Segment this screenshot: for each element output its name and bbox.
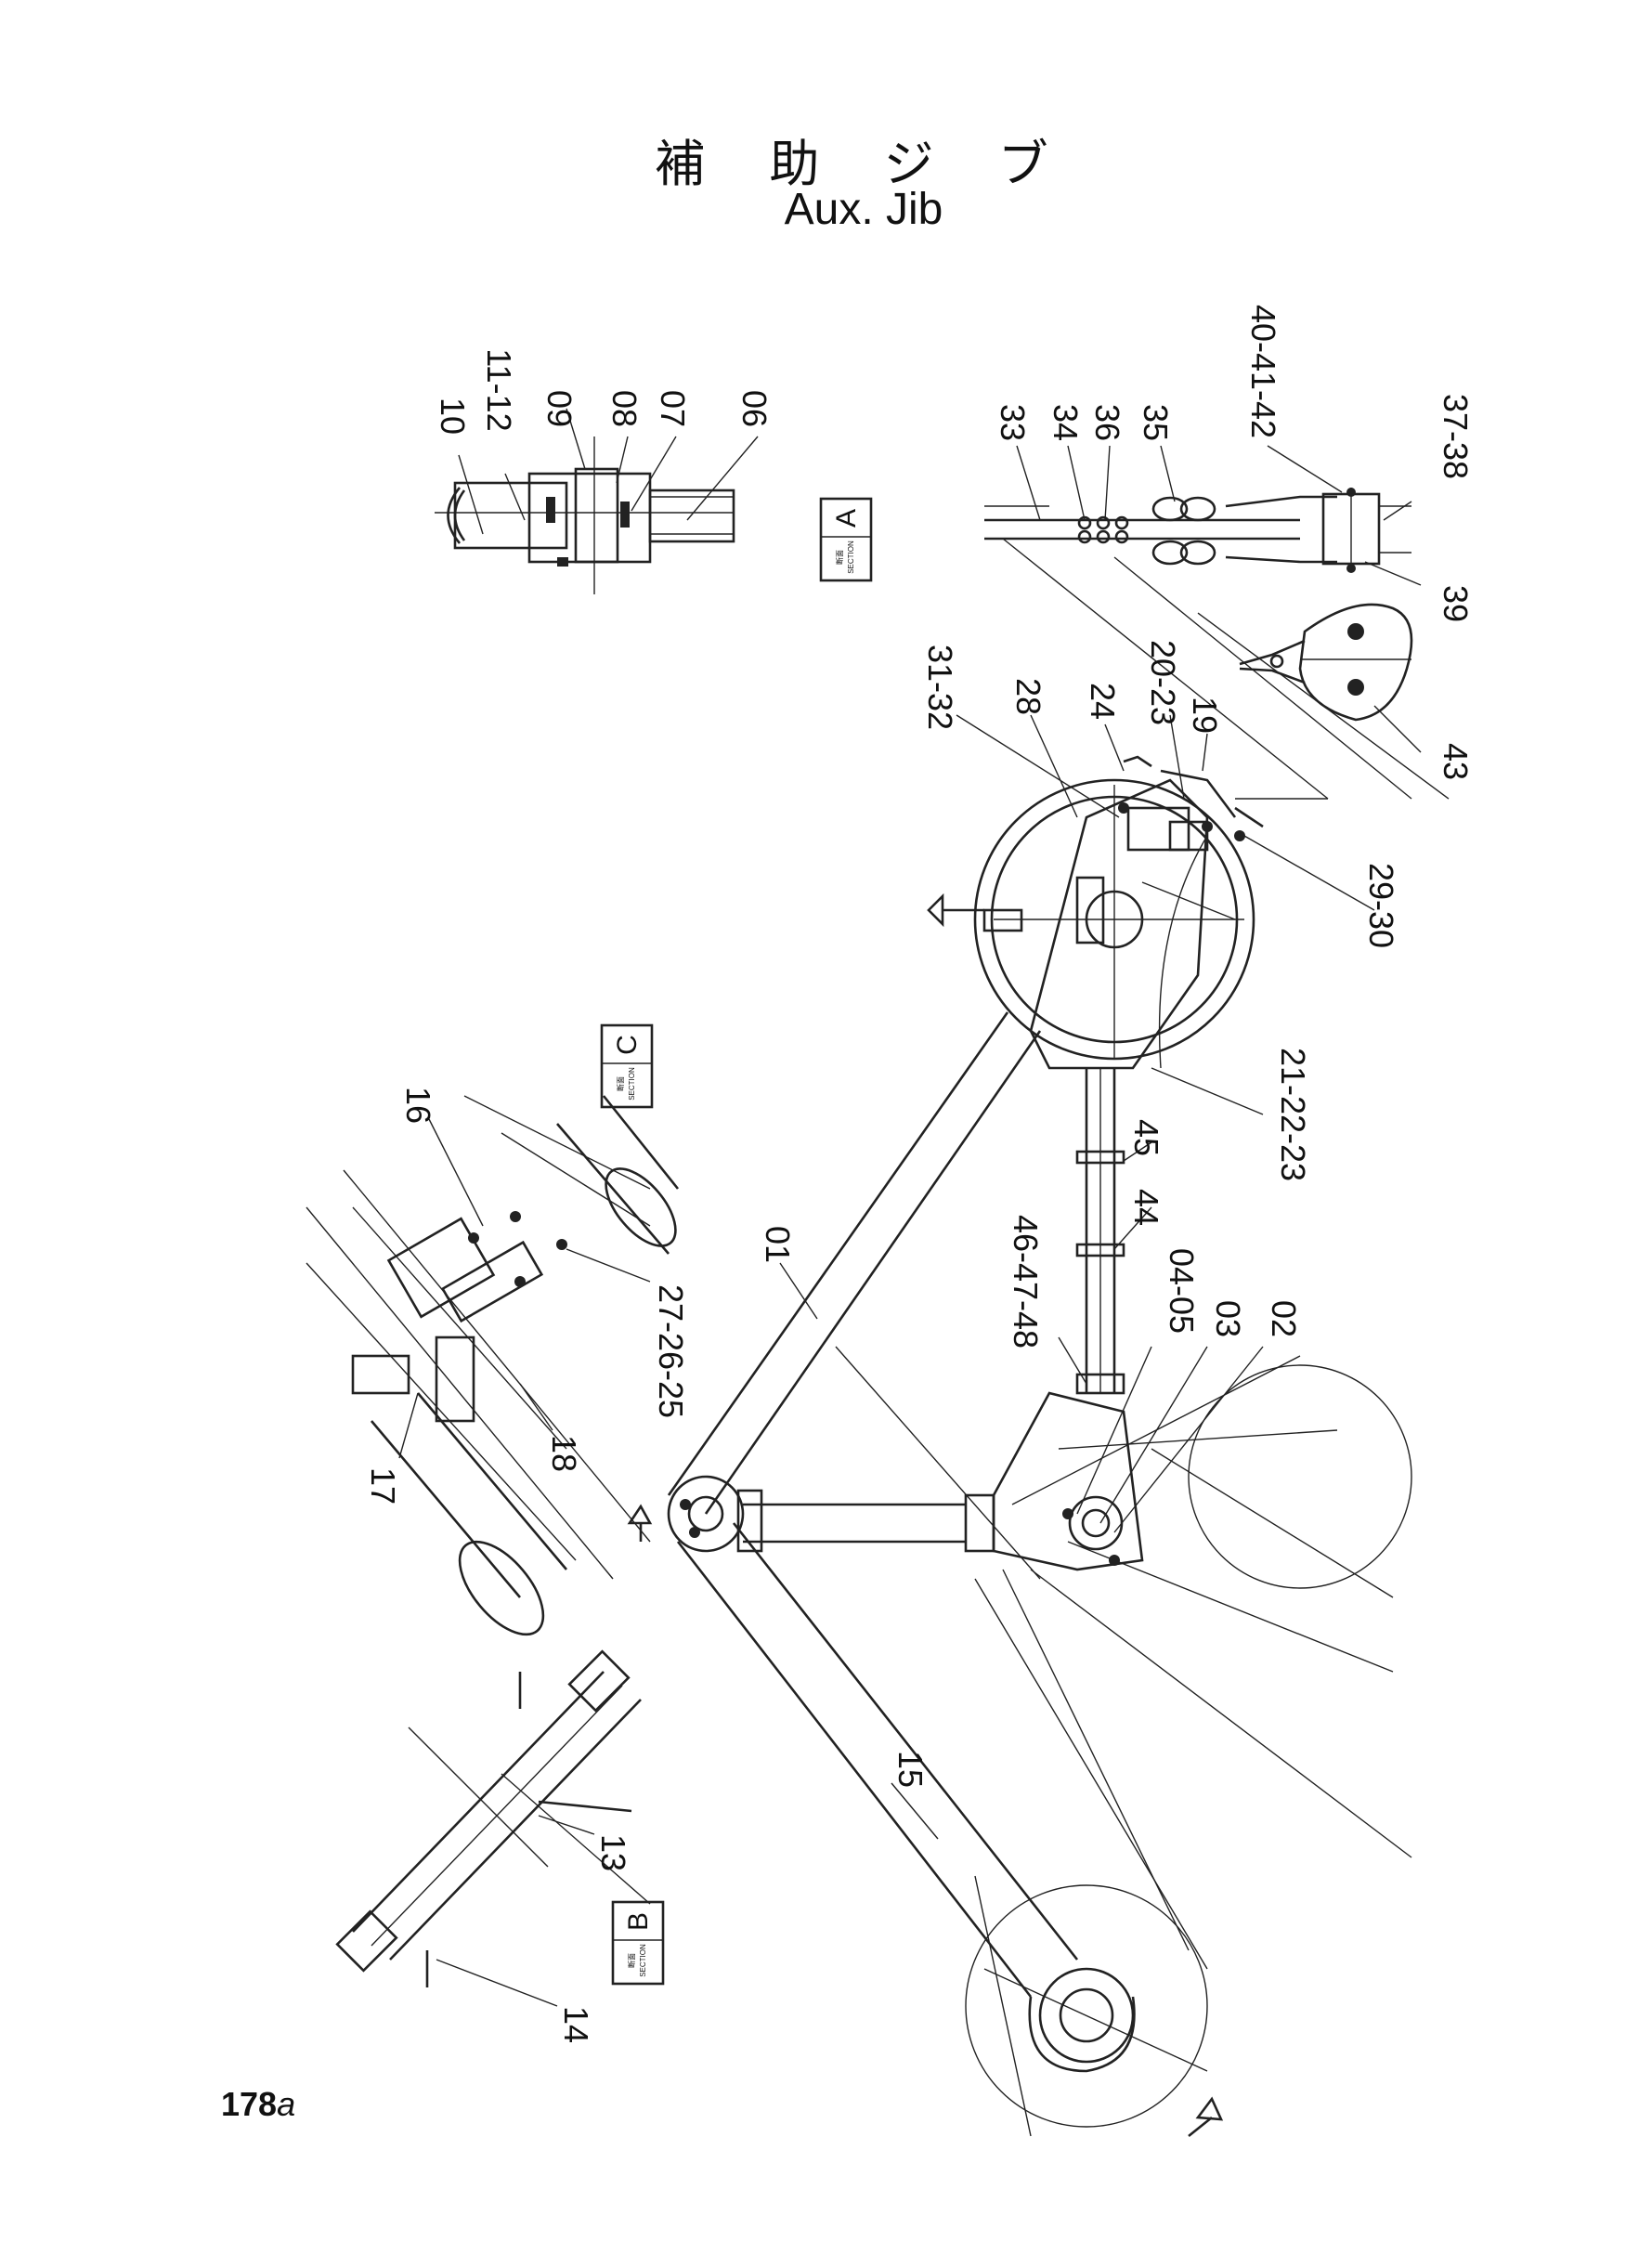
part-label: 17 <box>364 1467 402 1505</box>
jib-head-sheave <box>973 755 1264 1070</box>
section-c-leaders <box>398 1118 651 1459</box>
svg-text:断面: 断面 <box>616 1076 625 1091</box>
direction-arrow-icon <box>927 892 984 928</box>
upper-pivot-arrow-icon <box>627 1504 653 1542</box>
section-b-box: 断面 SECTION B <box>611 1900 665 1986</box>
part-label: 07 <box>654 390 692 427</box>
part-label: 03 <box>1209 1300 1247 1337</box>
section-c-detail <box>306 1095 680 1636</box>
part-label: 35 <box>1137 404 1175 441</box>
part-labels: 10 11-12 09 08 07 06 33 34 36 35 40-41-4… <box>364 305 1475 2043</box>
part-label: 18 <box>545 1435 583 1472</box>
sheave-leaders <box>956 714 1375 1115</box>
part-label: 20-23 <box>1144 640 1182 725</box>
part-label: 19 <box>1186 697 1224 734</box>
part-label: 02 <box>1265 1300 1303 1337</box>
part-label: 14 <box>557 2006 595 2043</box>
part-label: 11-12 <box>480 348 518 431</box>
svg-text:C: C <box>612 1035 643 1055</box>
pendant-assembly <box>984 488 1411 573</box>
section-b-detail <box>335 1649 651 1987</box>
jib-frame <box>667 1011 1144 2073</box>
part-label: 39 <box>1437 585 1475 622</box>
page-number-suffix: a <box>277 2085 296 2123</box>
svg-text:A: A <box>831 509 862 528</box>
svg-text:SECTION: SECTION <box>628 1067 636 1101</box>
section-a-leaders <box>458 408 759 535</box>
part-label: 06 <box>735 390 774 427</box>
part-label: 24 <box>1084 683 1122 720</box>
frame-leaders <box>779 1141 1264 1840</box>
svg-text:SECTION: SECTION <box>847 541 855 574</box>
part-label: 45 <box>1127 1119 1165 1156</box>
part-label: 16 <box>399 1087 437 1124</box>
part-label: 31-32 <box>921 645 959 730</box>
lower-arm-arrow-icon <box>1188 2096 1224 2138</box>
counterweight-plate <box>1239 603 1422 753</box>
reference-circles <box>835 1346 1412 2137</box>
part-label: 15 <box>891 1751 930 1788</box>
part-label: 09 <box>540 390 579 427</box>
svg-text:B: B <box>623 1912 654 1931</box>
part-label: 33 <box>994 404 1032 441</box>
page-title-japanese: 補 助 ジ ブ <box>655 135 1073 193</box>
part-label: 13 <box>594 1834 632 1871</box>
pendant-leaders <box>1016 445 1422 586</box>
part-label: 44 <box>1127 1189 1165 1226</box>
section-a-box: 断面 SECTION A <box>819 497 873 582</box>
part-label: 04-05 <box>1163 1248 1201 1334</box>
part-label: 10 <box>434 397 472 435</box>
part-label: 46-47-48 <box>1007 1215 1045 1348</box>
part-label: 40-41-42 <box>1244 305 1282 438</box>
part-label: 43 <box>1437 743 1475 780</box>
part-label: 27-26-25 <box>652 1284 690 1418</box>
part-label: 28 <box>1009 678 1047 715</box>
section-c-box: 断面 SECTION C <box>600 1023 654 1109</box>
svg-text:断面: 断面 <box>627 1953 636 1968</box>
svg-text:断面: 断面 <box>835 550 844 565</box>
part-label: 08 <box>605 390 644 427</box>
part-label: 37-38 <box>1437 394 1475 479</box>
part-label: 21-22-23 <box>1274 1048 1312 1181</box>
page-number: 178a <box>221 2085 295 2124</box>
pendant-ropes <box>1002 538 1450 800</box>
page-number-value: 178 <box>221 2085 278 2123</box>
part-label: 29-30 <box>1362 863 1400 948</box>
svg-text:SECTION: SECTION <box>639 1944 647 1977</box>
section-a-detail <box>435 436 735 594</box>
part-label: 34 <box>1047 404 1085 441</box>
part-label: 36 <box>1088 404 1126 441</box>
page-title-english: Aux. Jib <box>784 185 943 234</box>
section-b-leaders <box>436 1815 595 2007</box>
part-label: 01 <box>759 1226 797 1263</box>
